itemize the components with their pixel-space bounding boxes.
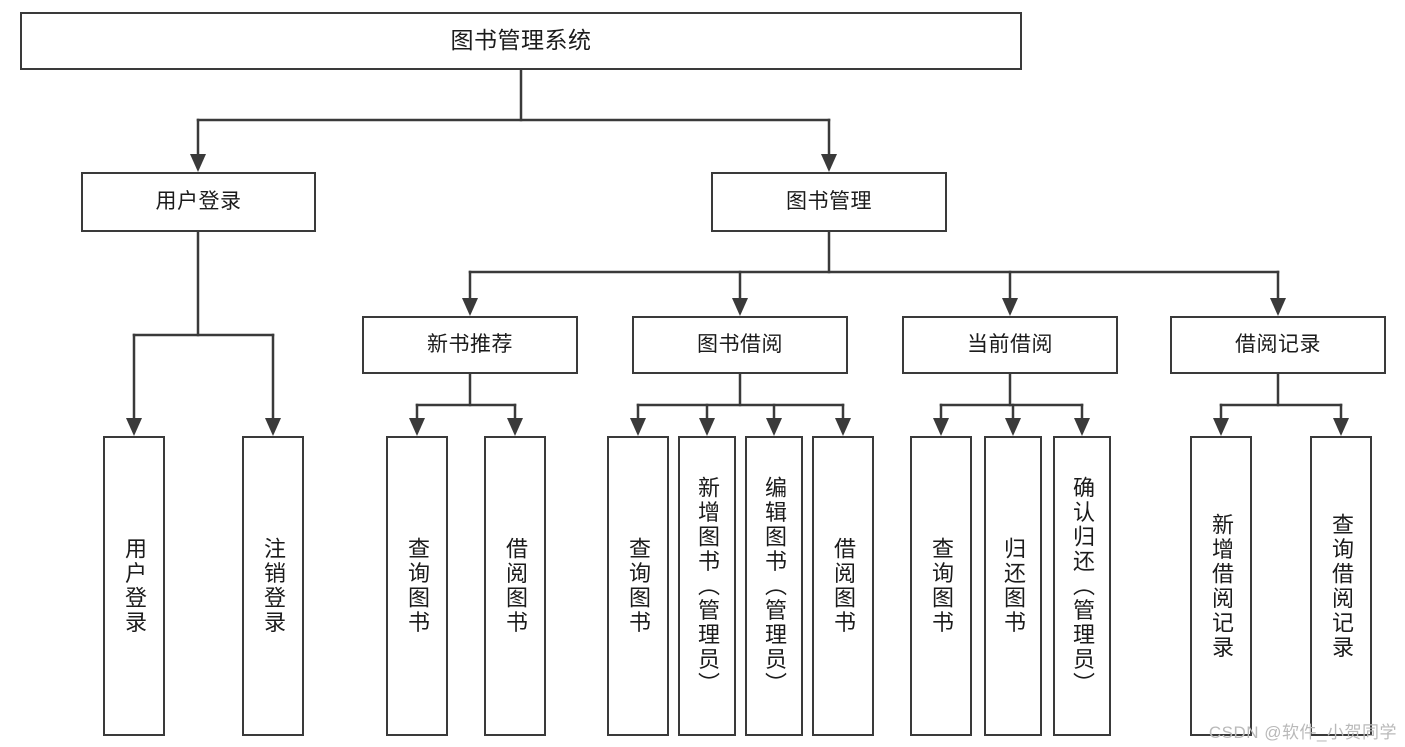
node-label-root: 图书管理系统 (450, 27, 592, 54)
node-leaf-confirm-return[interactable]: 确认归还（管理员） (1053, 436, 1111, 736)
node-label-leaf-confirm-return: 确认归还（管理员） (1070, 475, 1095, 697)
conn-book-borrow-arrow-1 (699, 418, 715, 436)
node-leaf-user-login[interactable]: 用户登录 (103, 436, 165, 736)
node-leaf-borrow-book-2[interactable]: 借阅图书 (812, 436, 874, 736)
node-label-borrow-record: 借阅记录 (1235, 332, 1321, 356)
conn-new-book-rec-arrow-0 (409, 418, 425, 436)
node-borrow-record[interactable]: 借阅记录 (1170, 316, 1386, 374)
node-current-borrow[interactable]: 当前借阅 (902, 316, 1118, 374)
conn-borrow-record-arrow-1 (1333, 418, 1349, 436)
conn-book-borrow-arrow-3 (835, 418, 851, 436)
node-label-leaf-logout: 注销登录 (261, 537, 286, 635)
conn-current-borrow-arrow-1 (1005, 418, 1021, 436)
node-label-current-borrow: 当前借阅 (967, 332, 1053, 356)
conn-root-arrow-0 (190, 154, 206, 172)
node-label-leaf-query-record: 查询借阅记录 (1329, 512, 1354, 660)
conn-new-book-rec-arrow-1 (507, 418, 523, 436)
node-label-leaf-return-book: 归还图书 (1001, 537, 1026, 635)
conn-book-manage-arrow-1 (732, 298, 748, 316)
conn-book-manage-arrow-3 (1270, 298, 1286, 316)
node-label-leaf-add-book: 新增图书（管理员） (695, 475, 720, 697)
node-leaf-add-record[interactable]: 新增借阅记录 (1190, 436, 1252, 736)
node-book-manage[interactable]: 图书管理 (711, 172, 947, 232)
conn-current-borrow-arrow-0 (933, 418, 949, 436)
node-label-leaf-borrow-book-1: 借阅图书 (503, 537, 528, 635)
node-leaf-query-book-1[interactable]: 查询图书 (386, 436, 448, 736)
node-label-leaf-borrow-book-2: 借阅图书 (831, 537, 856, 635)
conn-user-login-arrow-0 (126, 418, 142, 436)
conn-book-borrow-arrow-2 (766, 418, 782, 436)
conn-book-manage-arrow-0 (462, 298, 478, 316)
node-label-user-login: 用户登录 (155, 189, 242, 213)
node-label-leaf-add-record: 新增借阅记录 (1209, 512, 1234, 660)
node-label-new-book-rec: 新书推荐 (427, 332, 513, 356)
node-label-leaf-query-book-2: 查询图书 (626, 537, 651, 635)
conn-book-manage-arrow-2 (1002, 298, 1018, 316)
conn-book-borrow-arrow-0 (630, 418, 646, 436)
node-leaf-return-book[interactable]: 归还图书 (984, 436, 1042, 736)
conn-current-borrow-arrow-2 (1074, 418, 1090, 436)
node-leaf-logout[interactable]: 注销登录 (242, 436, 304, 736)
conn-borrow-record-arrow-0 (1213, 418, 1229, 436)
node-book-borrow[interactable]: 图书借阅 (632, 316, 848, 374)
node-label-book-manage: 图书管理 (786, 189, 872, 213)
node-user-login[interactable]: 用户登录 (81, 172, 316, 232)
node-leaf-borrow-book-1[interactable]: 借阅图书 (484, 436, 546, 736)
node-label-leaf-user-login: 用户登录 (122, 537, 147, 635)
node-label-leaf-query-book-3: 查询图书 (929, 537, 954, 635)
conn-user-login-arrow-1 (265, 418, 281, 436)
node-leaf-query-record[interactable]: 查询借阅记录 (1310, 436, 1372, 736)
node-new-book-rec[interactable]: 新书推荐 (362, 316, 578, 374)
node-root[interactable]: 图书管理系统 (20, 12, 1022, 70)
node-leaf-query-book-2[interactable]: 查询图书 (607, 436, 669, 736)
node-leaf-add-book[interactable]: 新增图书（管理员） (678, 436, 736, 736)
node-leaf-query-book-3[interactable]: 查询图书 (910, 436, 972, 736)
node-label-book-borrow: 图书借阅 (697, 332, 783, 356)
node-leaf-edit-book[interactable]: 编辑图书（管理员） (745, 436, 803, 736)
node-label-leaf-query-book-1: 查询图书 (405, 537, 430, 635)
node-label-leaf-edit-book: 编辑图书（管理员） (762, 475, 787, 697)
conn-root-arrow-1 (821, 154, 837, 172)
